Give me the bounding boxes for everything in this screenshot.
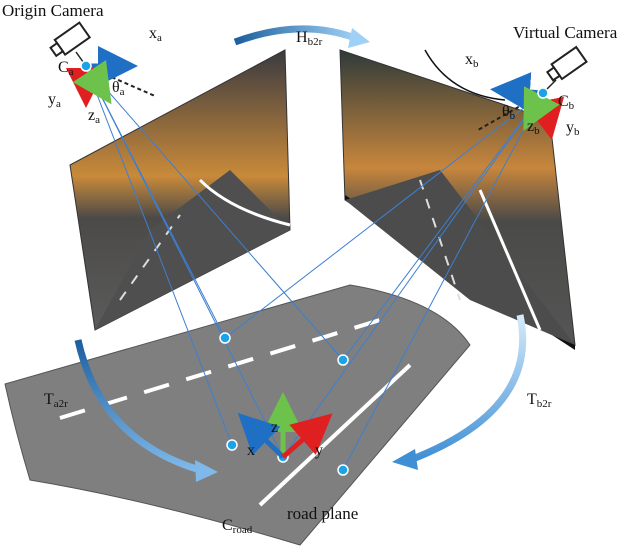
origin-camera-icon xyxy=(49,21,156,108)
xb-label: xb xyxy=(465,51,479,70)
road-z-label: z xyxy=(271,419,278,436)
c-road-label: Croad xyxy=(222,517,253,536)
road-plane-label: road plane xyxy=(287,504,358,523)
t-a2r-label: Ta2r xyxy=(44,391,68,410)
virtual-camera-image xyxy=(339,49,576,350)
ya-label: ya xyxy=(48,91,61,110)
theta-a-label: θa xyxy=(112,79,125,98)
road-plane xyxy=(4,284,471,546)
zb-label: zb xyxy=(527,118,540,137)
h-b2r-arrow xyxy=(233,25,370,48)
road-y-label: y xyxy=(315,442,323,459)
t-b2r-arrow xyxy=(392,314,527,470)
virtual-camera-label: Virtual Camera xyxy=(513,23,618,42)
rays-virtual xyxy=(224,92,544,471)
rays-origin xyxy=(85,65,344,458)
h-b2r-label: Hb2r xyxy=(296,29,323,48)
road-x-label: x xyxy=(247,442,255,459)
xa-label: xa xyxy=(149,25,162,44)
virtual-camera-icon xyxy=(477,45,588,140)
road-axes xyxy=(237,392,333,459)
xb-arc xyxy=(424,49,506,101)
za-label: za xyxy=(88,107,100,126)
theta-b-label: θb xyxy=(502,103,516,122)
origin-camera-image xyxy=(69,49,291,331)
labels: Origin Camera Virtual Camera xa ya za Ca… xyxy=(2,1,618,536)
t-a2r-arrow xyxy=(74,339,218,482)
ca-label: Ca xyxy=(58,59,74,78)
yb-label: yb xyxy=(566,119,580,138)
origin-camera-label: Origin Camera xyxy=(2,1,104,20)
cb-label: Cb xyxy=(558,93,575,112)
t-b2r-label: Tb2r xyxy=(527,391,552,410)
